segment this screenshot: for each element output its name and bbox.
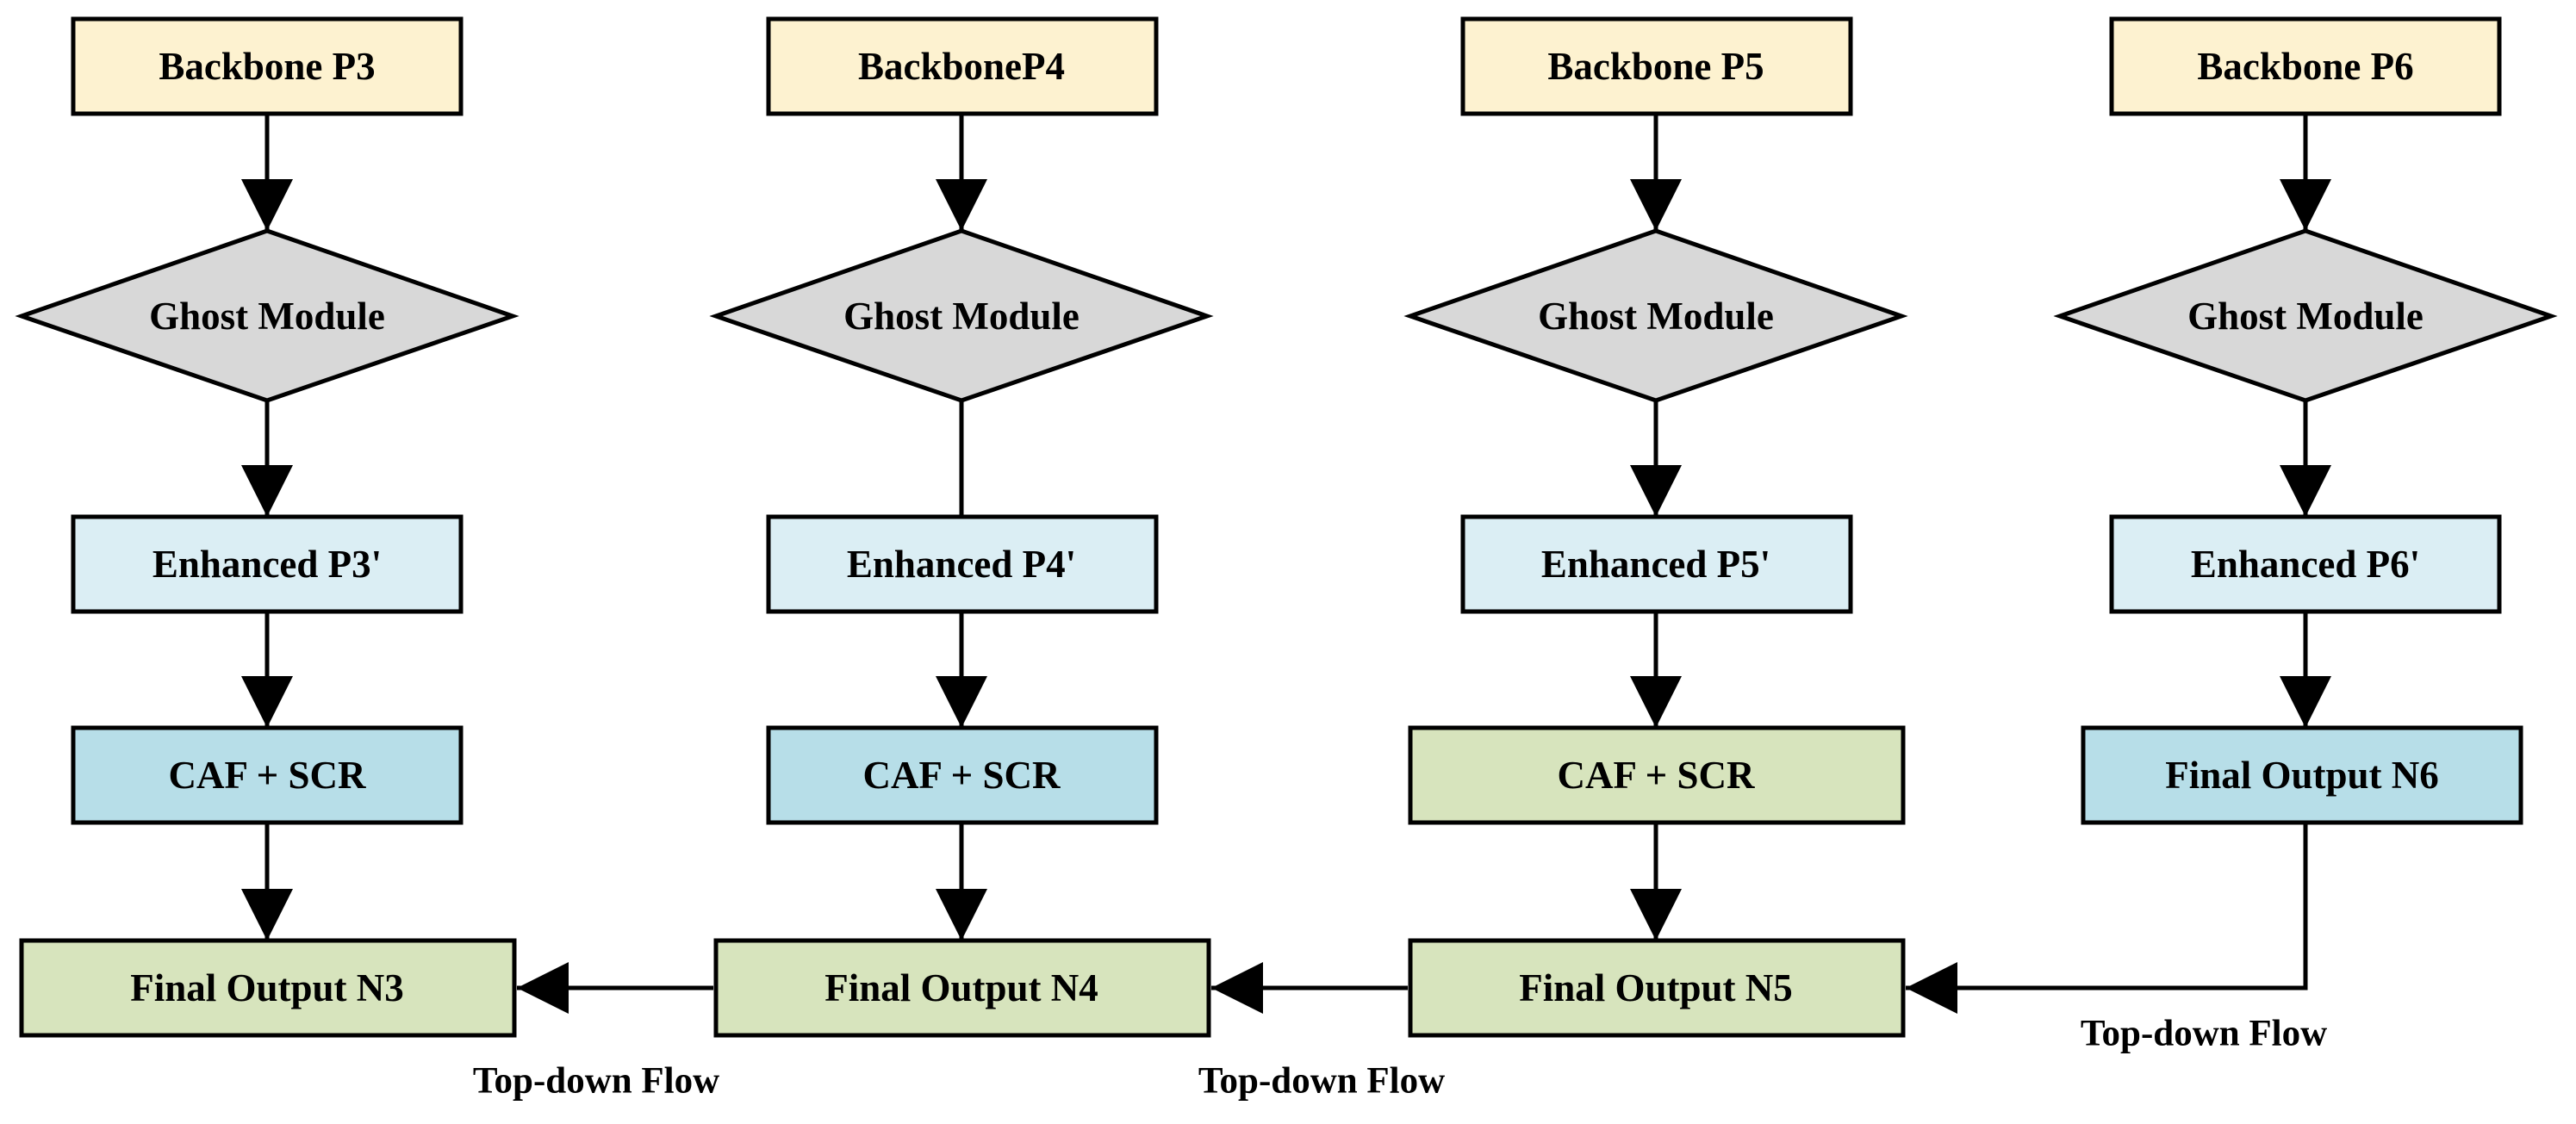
final-output-n6-label: Final Output N6 bbox=[2165, 754, 2439, 797]
final-output-n3-box bbox=[19, 938, 517, 1038]
final-output-n5-label: Final Output N5 bbox=[1519, 966, 1793, 1009]
ghost-module-p3-diamond bbox=[15, 228, 520, 403]
caf-scr-p5-label: CAF + SCR bbox=[1558, 754, 1755, 797]
enhanced-p3-label: Enhanced P3' bbox=[152, 543, 382, 586]
enhanced-p4-box bbox=[766, 514, 1159, 614]
caf-scr-p5-box bbox=[1408, 725, 1906, 825]
enhanced-p4-label: Enhanced P4' bbox=[847, 543, 1076, 586]
backbone-p5-label: Backbone P5 bbox=[1547, 45, 1764, 88]
enhanced-p3-box bbox=[71, 514, 464, 614]
final-output-n4-box bbox=[713, 938, 1211, 1038]
caf-scr-p4-label: CAF + SCR bbox=[863, 754, 1061, 797]
column-p4: BackboneP4 Ghost Module Enhanced P4' CAF… bbox=[709, 16, 1214, 1038]
ghost-module-p3-label: Ghost Module bbox=[149, 295, 385, 338]
ghost-module-p4-label: Ghost Module bbox=[843, 295, 1080, 338]
backbone-p4-box bbox=[766, 16, 1159, 116]
ghost-module-p4-diamond bbox=[709, 228, 1214, 403]
backbone-p6-label: Backbone P6 bbox=[2197, 45, 2413, 88]
ghost-module-p6-diamond bbox=[2053, 228, 2558, 403]
backbone-p4-label: BackboneP4 bbox=[858, 45, 1065, 88]
backbone-p6-box bbox=[2109, 16, 2502, 116]
column-p5: Backbone P5 Ghost Module Enhanced P5' CA… bbox=[1403, 16, 1908, 1038]
ghost-module-p5-label: Ghost Module bbox=[1538, 295, 1774, 338]
backbone-p3-box bbox=[71, 16, 464, 116]
ghost-module-p5-diamond bbox=[1403, 228, 1908, 403]
final-output-n6-box bbox=[2081, 725, 2523, 825]
caf-scr-p3-box bbox=[71, 725, 464, 825]
ghost-module-p6-label: Ghost Module bbox=[2187, 295, 2424, 338]
caf-scr-p3-label: CAF + SCR bbox=[169, 754, 366, 797]
top-down-flow-label-2: Top-down Flow bbox=[1198, 1061, 1445, 1102]
caf-scr-p4-box bbox=[766, 725, 1159, 825]
top-down-flow-label-3: Top-down Flow bbox=[2081, 1014, 2327, 1054]
column-p6: Backbone P6 Ghost Module Enhanced P6' Fi… bbox=[2053, 16, 2558, 825]
enhanced-p6-label: Enhanced P6' bbox=[2191, 543, 2420, 586]
backbone-p3-label: Backbone P3 bbox=[159, 45, 375, 88]
arrow-final-n6-to-final-n5 bbox=[1906, 823, 2308, 1014]
connectors bbox=[241, 114, 2331, 1014]
flow-labels: Top-down Flow Top-down Flow Top-down Flo… bbox=[473, 1014, 2327, 1102]
enhanced-p6-box bbox=[2109, 514, 2502, 614]
final-output-n3-label: Final Output N3 bbox=[130, 966, 404, 1009]
backbone-p5-box bbox=[1460, 16, 1853, 116]
final-output-n4-label: Final Output N4 bbox=[824, 966, 1098, 1009]
column-p3: Backbone P3 Ghost Module Enhanced P3' CA… bbox=[15, 16, 520, 1038]
top-down-flow-label-1: Top-down Flow bbox=[473, 1061, 719, 1102]
final-output-n5-box bbox=[1408, 938, 1906, 1038]
enhanced-p5-label: Enhanced P5' bbox=[1541, 543, 1770, 586]
enhanced-p5-box bbox=[1460, 514, 1853, 614]
